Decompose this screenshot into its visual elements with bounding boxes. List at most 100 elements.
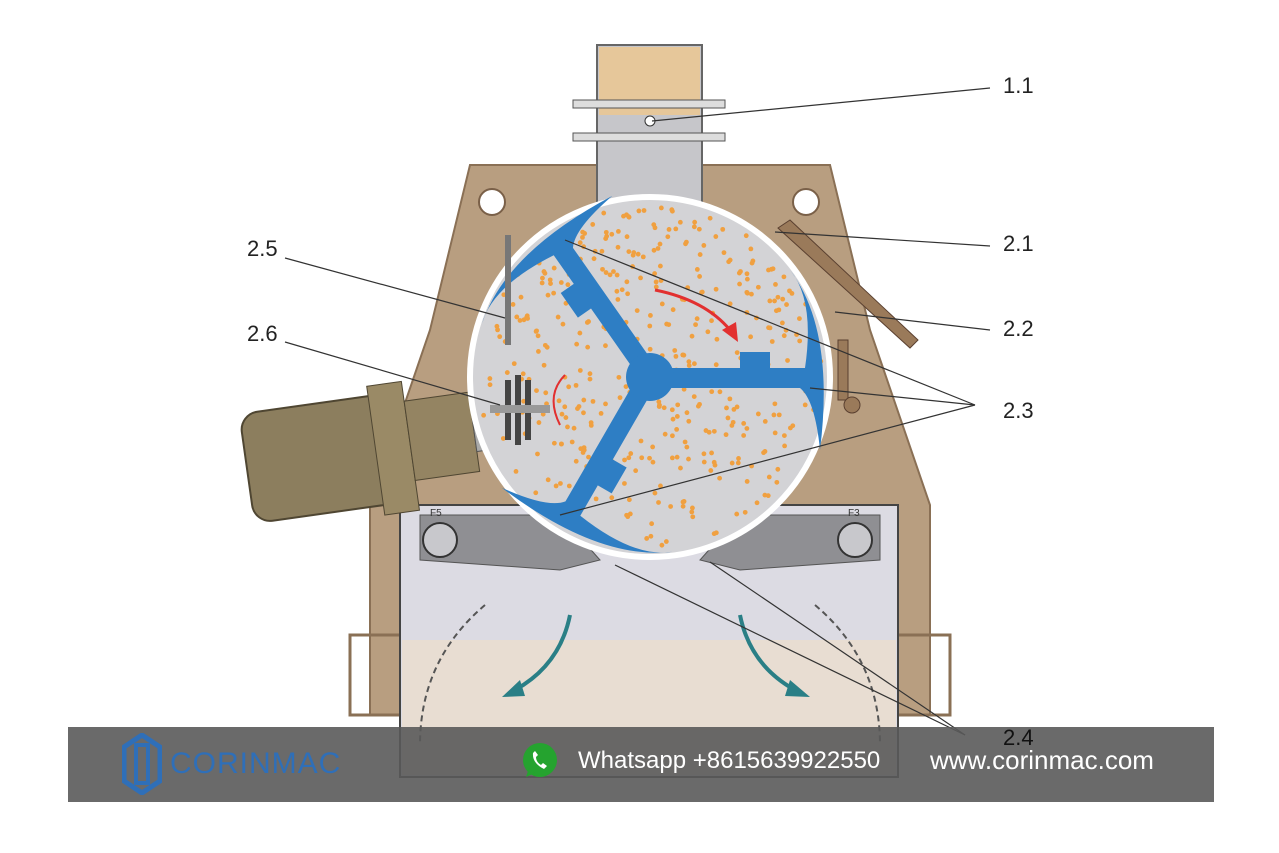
particle [655,246,661,251]
particle [580,229,586,235]
particle [774,479,780,485]
particle [659,301,665,307]
particle [513,469,519,474]
particle [781,333,787,339]
particle [600,266,605,272]
particle [665,234,671,240]
particle [545,292,551,298]
particle [737,281,742,287]
particle [624,279,630,285]
particle [762,449,768,454]
label-2-6: 2.6 [247,321,278,346]
particle [701,459,707,465]
particle [743,233,749,239]
particle [553,483,559,489]
particle [670,433,675,439]
particle [599,248,605,254]
particle [534,388,539,394]
particle [713,362,719,368]
particle [691,361,697,367]
particle [577,368,583,373]
discharge-arrowhead-left [502,680,525,697]
particle [624,212,629,218]
particle [656,399,662,405]
particle [748,334,754,340]
particle [670,416,676,422]
particle [556,398,562,404]
particle [543,390,549,396]
particle [535,333,541,339]
particle [545,477,551,483]
particle [742,509,748,515]
particle [681,499,687,504]
discharge-arrow-right [738,614,796,692]
particle [652,490,658,496]
particle [626,249,632,254]
particle [712,462,718,468]
particle [641,208,647,213]
particle [750,258,756,264]
particle [657,263,663,269]
particle [692,219,698,225]
particle [647,323,653,329]
particle [754,500,760,506]
particle [656,500,661,505]
particle [694,316,700,322]
particle [542,342,548,348]
brand-logo: CORINMAC [122,733,341,795]
particle [622,457,627,463]
particle [638,275,643,281]
particle [682,439,688,445]
whatsapp-contact[interactable]: Whatsapp +8615639922550 [520,741,880,781]
particle [651,222,657,228]
particle [797,316,802,322]
particle [619,287,625,293]
particle [648,533,654,539]
label-2-1: 2.1 [1003,231,1034,256]
particle [580,234,585,240]
particle [662,431,668,437]
particle [658,483,663,489]
particle [693,322,698,328]
particle [789,291,795,296]
particle [548,281,553,286]
particle [668,504,674,509]
particle [772,430,778,436]
particle [697,274,702,279]
particle [673,353,679,359]
particle [593,496,599,502]
particle [551,265,557,271]
particle [782,443,787,449]
particle [656,404,662,409]
particle [540,411,546,417]
particle [607,272,613,278]
particle [724,405,729,411]
particle [788,425,793,431]
flange-bottom [572,132,726,142]
particle [601,210,607,216]
website-link[interactable]: www.corinmac.com [930,745,1154,775]
particle [647,346,653,352]
particle [741,421,747,426]
particle [657,241,663,247]
particle [581,410,586,416]
particle [741,433,747,438]
particle [591,256,597,262]
particle [707,215,713,221]
particle [487,376,493,381]
particle [541,269,547,274]
particle [494,323,500,329]
particle [772,298,777,304]
particle [551,290,557,296]
particle [797,338,803,344]
particle [590,222,596,227]
particle [609,495,615,501]
particle [634,308,640,313]
particle [686,363,692,368]
particle [681,386,687,392]
particle [735,460,741,466]
particle [773,281,778,287]
particle [551,440,557,446]
particle [720,226,726,232]
particle [603,270,609,275]
